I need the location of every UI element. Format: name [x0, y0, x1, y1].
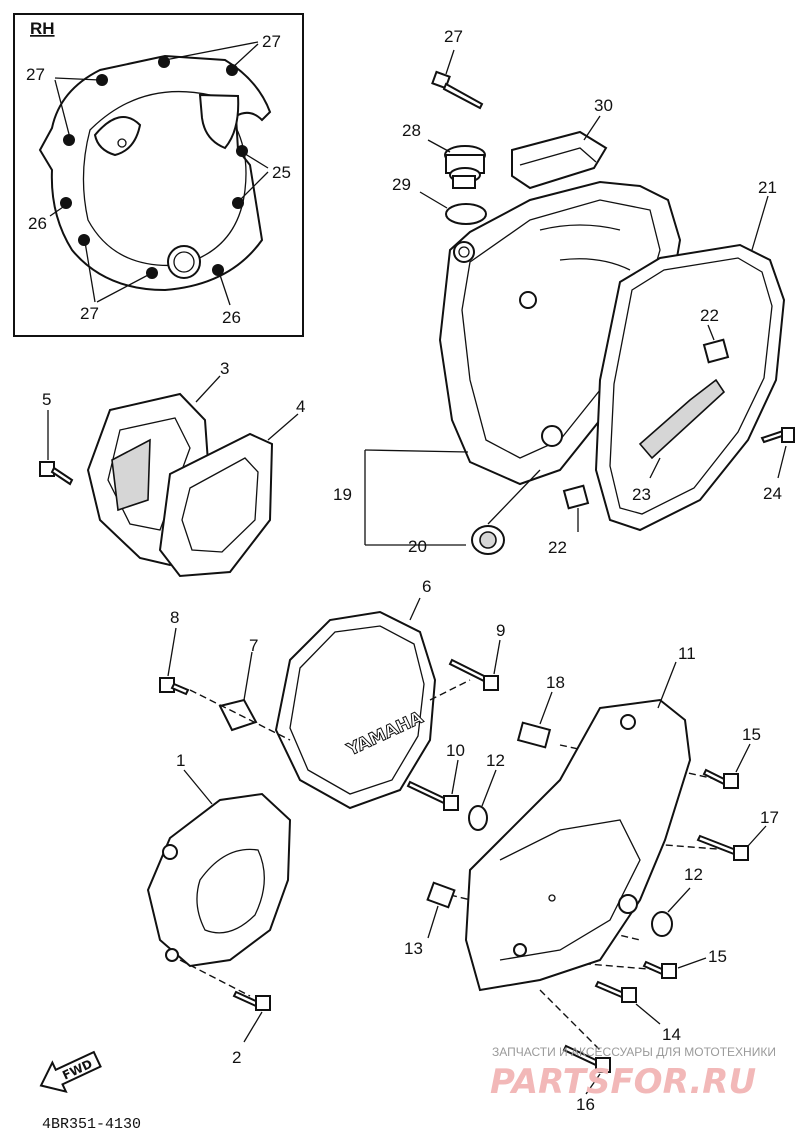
- inset-callout: 26: [222, 308, 241, 327]
- cover-6: YAMAHA: [274, 597, 437, 810]
- callout-label: 18: [546, 673, 565, 692]
- dowel-22: [562, 484, 590, 532]
- grommet-20: [471, 469, 541, 555]
- inset-label: RH: [30, 19, 55, 38]
- callout-label: 12: [486, 751, 505, 770]
- clip-7: [218, 651, 258, 732]
- inset-callout: 27: [80, 304, 99, 323]
- cover-11: [464, 661, 692, 992]
- callout-label: 22: [548, 538, 567, 557]
- bolt-10: [406, 759, 459, 811]
- callout-label: 20: [408, 537, 427, 556]
- bolt-15: [702, 743, 751, 789]
- watermark-logo: PARTSFOR.RU: [490, 1062, 756, 1102]
- callout-label: 23: [632, 485, 651, 504]
- bolt-2: [232, 990, 271, 1043]
- rh-inset: RH 27 27 25: [13, 13, 304, 337]
- callout-label: 9: [496, 621, 505, 640]
- callout-label: 11: [678, 644, 696, 663]
- dowel-18: [516, 691, 553, 749]
- callout-label: 15: [742, 725, 761, 744]
- callout-label: 8: [170, 608, 179, 627]
- callout-label: 2: [232, 1048, 241, 1067]
- bolt-15: [642, 957, 707, 979]
- callout-label: 13: [404, 939, 423, 958]
- o-ring-29: [419, 191, 487, 225]
- callout-label: 6: [422, 577, 431, 596]
- callout-label: 28: [402, 121, 421, 140]
- callout-label: 14: [662, 1025, 681, 1044]
- bolt-27: [431, 49, 484, 110]
- inset-bolt-dots: [60, 56, 248, 279]
- callout-label: 22: [700, 306, 719, 325]
- watermark-tagline: ЗАПЧАСТИ И АКСЕССУАРЫ ДЛЯ МОТОТЕХНИКИ: [492, 1045, 776, 1059]
- callout-label: 29: [392, 175, 411, 194]
- callout-label: 10: [446, 741, 465, 760]
- bolt-5: [39, 410, 74, 486]
- bolt-8: [159, 627, 190, 696]
- bolt-9: [448, 639, 501, 691]
- inset-callout: 27: [26, 65, 45, 84]
- bolt-16: [562, 1044, 611, 1095]
- callout-label: 3: [220, 359, 229, 378]
- fwd-arrow-icon: FWD: [39, 1050, 102, 1094]
- gasket-21: [594, 195, 786, 532]
- callout-label: 21: [758, 178, 777, 197]
- drawing-code: 4BR351-4130: [42, 1116, 141, 1133]
- inset-callout: 25: [272, 163, 291, 182]
- washer-12: [468, 769, 497, 831]
- callout-label: 7: [249, 636, 258, 655]
- bolt-14: [594, 980, 661, 1025]
- inset-callout: 26: [28, 214, 47, 233]
- bolt-24: [760, 427, 795, 479]
- bolt-17: [696, 825, 767, 861]
- callout-label: 5: [42, 390, 51, 409]
- dowel-22: [702, 324, 730, 364]
- watermark: ЗАПЧАСТИ И АКСЕССУАРЫ ДЛЯ МОТОТЕХНИКИ PA…: [490, 1045, 776, 1102]
- callout-label: 1: [176, 751, 185, 770]
- inset-callout: 27: [262, 32, 281, 51]
- callout-label: 4: [296, 397, 305, 416]
- damper-23: [638, 378, 726, 479]
- cover-19: [364, 180, 682, 546]
- callout-label: 17: [760, 808, 779, 827]
- callout-label: 24: [763, 484, 782, 503]
- washer-12: [651, 887, 691, 937]
- callout-label: 15: [708, 947, 727, 966]
- callout-label: 16: [576, 1095, 595, 1114]
- callout-label: 12: [684, 865, 703, 884]
- callout-label: 27: [444, 27, 463, 46]
- dowel-13: [426, 881, 456, 939]
- filler-cap-28: [427, 139, 486, 189]
- cover-1: [146, 769, 292, 968]
- gasket-4: [158, 413, 299, 578]
- bracket-30: [511, 115, 608, 190]
- callout-label: 30: [594, 96, 613, 115]
- callout-numbers: 27 28 29 30 21 22 22 23 24 19 20 3 4 5 6…: [42, 27, 782, 1114]
- callout-label: 19: [333, 485, 352, 504]
